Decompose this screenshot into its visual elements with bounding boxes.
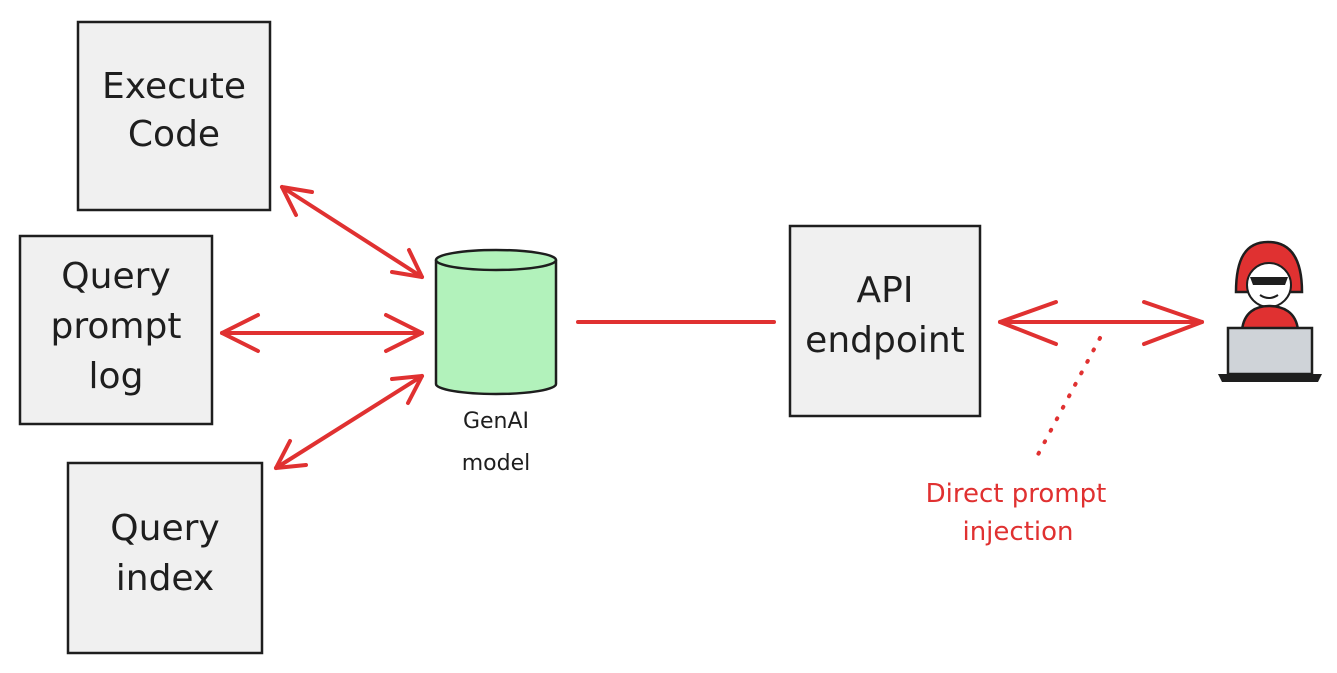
direct-prompt-injection-annotation: Direct prompt injection — [926, 479, 1107, 547]
arrow-genai-execute-code — [280, 185, 424, 279]
execute-code-label-line2: Code — [128, 114, 220, 155]
query-index-node: Query index — [66, 461, 264, 655]
annotation-line2: injection — [962, 517, 1073, 547]
genai-model-label-line1: GenAI — [463, 409, 529, 434]
query-prompt-log-label-line2: prompt — [51, 306, 182, 347]
api-endpoint-node: API endpoint — [788, 224, 982, 418]
genai-model-node: GenAI model — [434, 248, 558, 476]
arrow-api-endpoint-attacker — [998, 300, 1204, 346]
query-index-label-line1: Query — [110, 508, 219, 549]
arrow-genai-query-prompt-log — [220, 313, 424, 353]
execute-code-node: Execute Code — [76, 20, 272, 212]
query-prompt-log-node: Query prompt log — [18, 234, 214, 426]
cylinder-icon — [434, 248, 558, 396]
api-endpoint-label-line2: endpoint — [805, 320, 965, 361]
query-index-label-line2: index — [116, 558, 215, 599]
annotation-connector — [1032, 336, 1102, 464]
api-endpoint-label-line1: API — [857, 270, 914, 311]
query-prompt-log-label-line3: log — [89, 356, 144, 397]
genai-model-label-line2: model — [462, 451, 531, 476]
execute-code-label-line1: Execute — [102, 66, 246, 107]
annotation-line1: Direct prompt — [926, 479, 1107, 509]
arrow-genai-query-index — [274, 374, 424, 470]
hacker-at-laptop-icon — [1218, 240, 1322, 382]
query-prompt-log-label-line1: Query — [61, 256, 170, 297]
